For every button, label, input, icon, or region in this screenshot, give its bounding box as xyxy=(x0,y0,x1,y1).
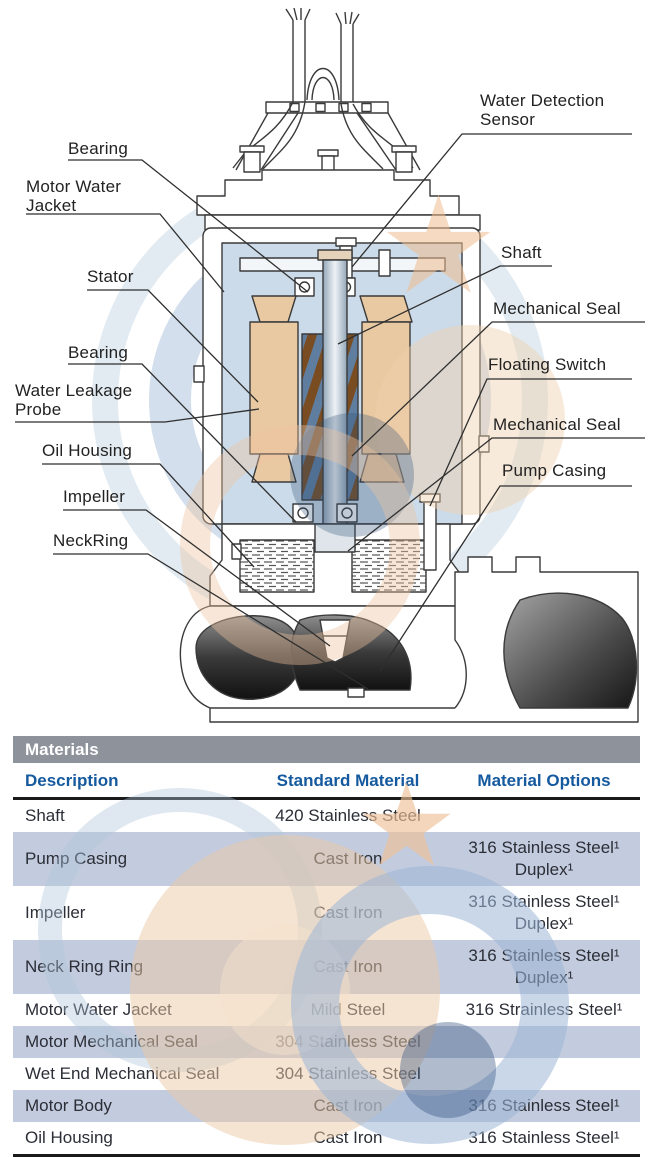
label-bearing-lower: Bearing xyxy=(68,343,128,362)
cell-standard: Cast Iron xyxy=(313,957,383,976)
label-floating-switch: Floating Switch xyxy=(488,355,607,374)
label-bearing-upper: Bearing xyxy=(68,139,128,158)
upper-bearing-part xyxy=(294,277,315,297)
cell-options: 316 Strainless Steel¹ xyxy=(465,1000,623,1019)
svg-text:★: ★ xyxy=(378,170,499,321)
table-row: Impeller Cast Iron 316 Stainless Steel¹ … xyxy=(13,886,640,940)
table-row: Neck Ring Ring Cast Iron 316 Stainless S… xyxy=(13,940,640,994)
table-row: Motor Water Jacket Mild Steel 316 Strain… xyxy=(13,994,640,1026)
label-motor-water-jacket: Motor Water Jacket xyxy=(26,177,122,215)
cell-standard: Mild Steel xyxy=(310,1000,386,1019)
table-row: Wet End Mechanical Seal 304 Stainless St… xyxy=(13,1058,640,1090)
cell-description: Motor Water Jacket xyxy=(25,1000,172,1019)
oil-housing-part xyxy=(209,493,463,607)
cell-standard: 304 Stainless Steel xyxy=(275,1064,421,1083)
cell-options: 316 Stainless Steel¹ xyxy=(468,1096,620,1115)
materials-title-bar: Materials xyxy=(13,736,640,763)
pump-drawing: ★ xyxy=(15,7,645,723)
label-pump-casing: Pump Casing xyxy=(502,461,607,480)
lower-bearing-part xyxy=(292,503,314,523)
table-row: Shaft 420 Stainless Steel xyxy=(13,799,640,833)
watermark-tint-diagram: ★ xyxy=(180,170,565,665)
pump-linework xyxy=(179,7,639,723)
cell-options: 316 Stainless Steel¹ Duplex¹ xyxy=(468,838,620,879)
pump-cross-section-diagram: ★ B xyxy=(15,7,645,723)
cell-standard: Cast Iron xyxy=(313,1128,383,1147)
materials-title: Materials xyxy=(25,740,99,759)
table-row: Motor Mechanical Seal 304 Stainless Stee… xyxy=(13,1026,640,1058)
label-neck-ring: NeckRing xyxy=(53,531,129,550)
materials-table-section: Materials Description Standard Material … xyxy=(13,736,640,1157)
col-header-description: Description xyxy=(13,763,248,800)
cell-description: Shaft xyxy=(25,806,65,825)
label-oil-housing: Oil Housing xyxy=(42,441,133,460)
col-header-standard-material: Standard Material xyxy=(248,763,448,800)
cell-description: Wet End Mechanical Seal xyxy=(25,1064,220,1083)
label-water-detection-sensor: Water Detection Sensor xyxy=(480,91,605,129)
label-mechanical-seal-upper: Mechanical Seal xyxy=(493,299,621,318)
table-row: Pump Casing Cast Iron 316 Stainless Stee… xyxy=(13,832,640,886)
cell-standard: 420 Stainless Steel xyxy=(275,806,421,825)
cell-options: 316 Stainless Steel¹ Duplex¹ xyxy=(468,892,620,933)
cell-description: Neck Ring Ring xyxy=(25,957,144,976)
cell-description: Motor Body xyxy=(25,1096,112,1115)
cell-description: Impeller xyxy=(25,903,86,922)
label-shaft: Shaft xyxy=(501,243,542,262)
motor-housing xyxy=(193,227,490,637)
leader-lines xyxy=(15,133,645,690)
table-row: Motor Body Cast Iron 316 Stainless Steel… xyxy=(13,1090,640,1122)
cell-standard: Cast Iron xyxy=(313,903,383,922)
cell-options xyxy=(448,1026,640,1058)
water-detection-sensor-part xyxy=(335,237,357,247)
pump-casing-part xyxy=(179,556,639,723)
cell-options xyxy=(448,1058,640,1090)
label-impeller: Impeller xyxy=(63,487,126,506)
label-mechanical-seal-lower: Mechanical Seal xyxy=(493,415,621,434)
cell-standard: 304 Stainless Steel xyxy=(275,1032,421,1051)
label-water-leakage-probe: Water Leakage Probe xyxy=(15,381,133,419)
stator-part xyxy=(249,295,413,483)
col-header-material-options: Material Options xyxy=(448,763,640,800)
neck-ring-part xyxy=(347,687,365,698)
cell-options: 316 Stainless Steel¹ xyxy=(468,1128,620,1147)
materials-table: Description Standard Material Material O… xyxy=(13,763,640,1157)
power-cables xyxy=(285,7,360,104)
label-stator: Stator xyxy=(87,267,134,286)
cell-standard: Cast Iron xyxy=(313,849,383,868)
shaft-part xyxy=(317,249,353,261)
cell-standard: Cast Iron xyxy=(313,1096,383,1115)
cell-options: 316 Stainless Steel¹ Duplex¹ xyxy=(468,946,620,987)
cell-description: Motor Mechanical Seal xyxy=(25,1032,198,1051)
table-header-row: Description Standard Material Material O… xyxy=(13,763,640,800)
cell-description: Oil Housing xyxy=(25,1128,113,1147)
cell-options xyxy=(448,799,640,833)
table-row: Oil Housing Cast Iron 316 Stainless Stee… xyxy=(13,1122,640,1156)
cell-description: Pump Casing xyxy=(25,849,128,868)
